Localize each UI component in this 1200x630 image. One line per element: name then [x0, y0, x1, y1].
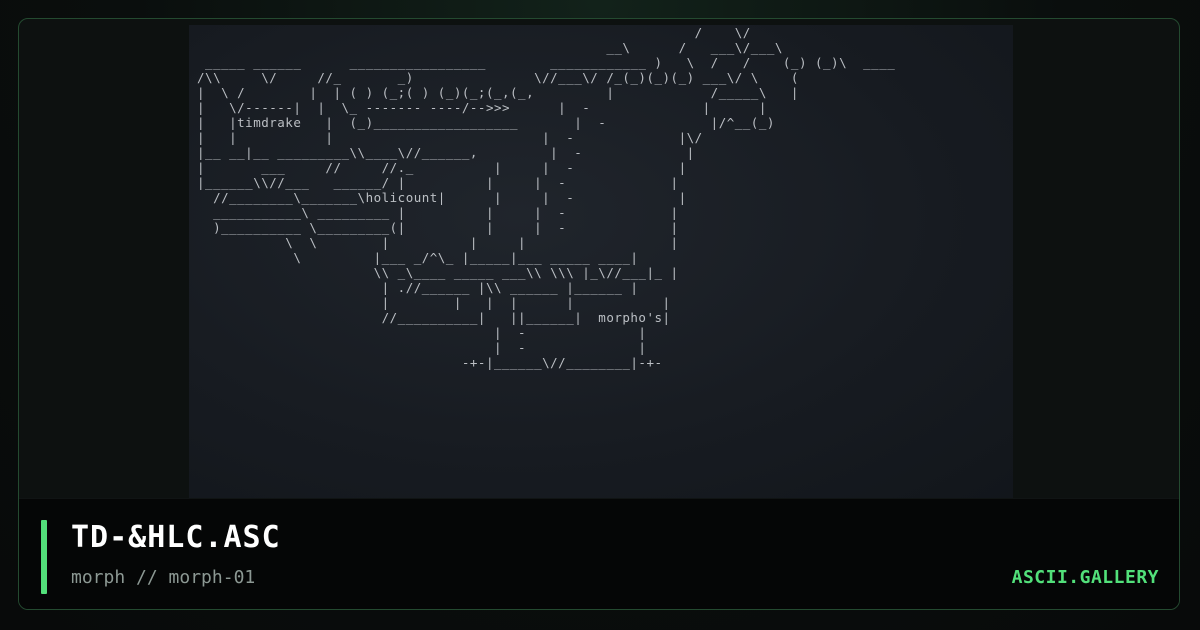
- ascii-art: / \/ __\ / ___\/___\ _____ ______ ______…: [197, 25, 896, 370]
- card-footer: TD-&HLC.ASC morph // morph-01 ASCII.GALL…: [19, 498, 1179, 609]
- artwork-subtitle: morph // morph-01: [71, 567, 255, 588]
- artwork-title: TD-&HLC.ASC: [71, 520, 281, 555]
- subtitle-separator: //: [125, 567, 169, 588]
- ascii-art-frame: / \/ __\ / ___\/___\ _____ ______ ______…: [189, 25, 1013, 501]
- brand-link[interactable]: ASCII.GALLERY: [1011, 567, 1159, 588]
- collection-name: morph: [71, 567, 126, 588]
- artwork-card[interactable]: / \/ __\ / ___\/___\ _____ ______ ______…: [18, 18, 1180, 610]
- piece-id: morph-01: [168, 567, 256, 588]
- accent-bar: [41, 520, 47, 594]
